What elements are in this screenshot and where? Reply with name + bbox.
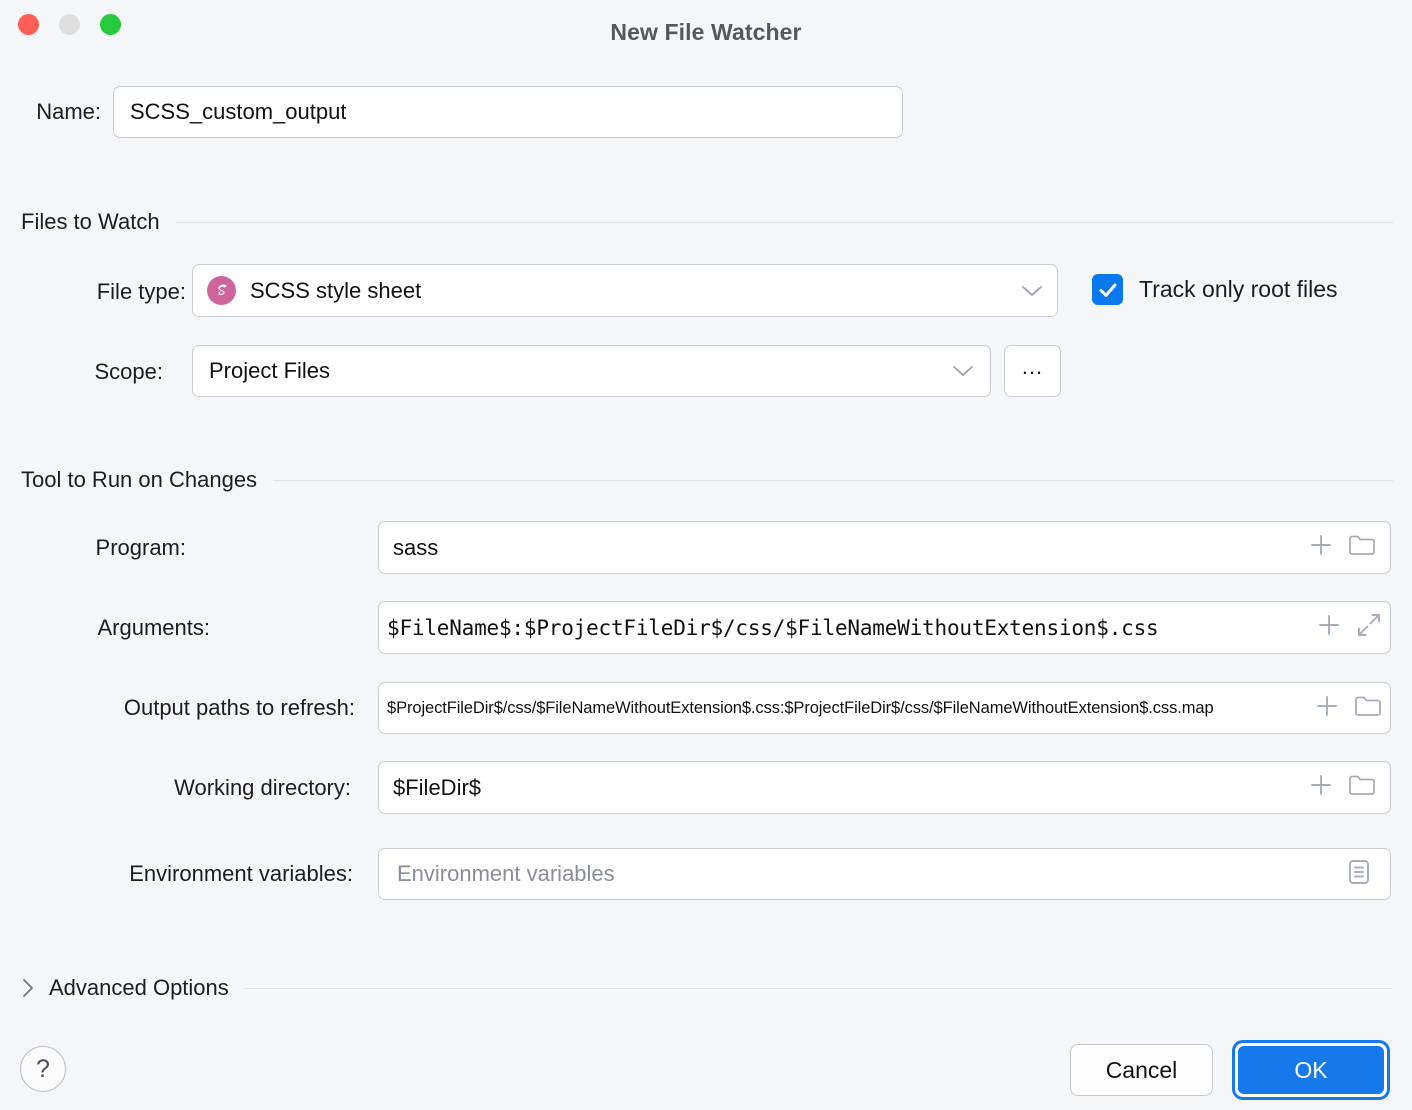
output-paths-field-actions [1304,693,1382,724]
window-title: New File Watcher [610,19,802,45]
environment-variables-placeholder: Environment variables [397,861,615,886]
scope-dropdown[interactable]: Project Files [192,345,991,397]
window-titlebar: New File Watcher [0,0,1412,66]
environment-variables-field-actions [1336,858,1372,891]
advanced-options-toggle[interactable]: Advanced Options [21,975,1393,1001]
close-window-button[interactable] [18,14,39,35]
output-paths-input[interactable]: $ProjectFileDir$/css/$FileNameWithoutExt… [378,682,1391,734]
track-only-root-files-checkbox[interactable] [1092,274,1123,305]
name-input-value: SCSS_custom_output [130,99,347,124]
program-input-value: sass [393,534,439,560]
name-label: Name: [36,99,101,124]
insert-macro-plus-icon[interactable] [1316,612,1342,643]
advanced-options-label: Advanced Options [49,975,229,1000]
output-paths-input-value: $ProjectFileDir$/css/$FileNameWithoutExt… [387,698,1214,717]
section-header-tool-to-run: Tool to Run on Changes [21,467,1393,493]
chevron-down-icon [952,364,974,378]
insert-macro-plus-icon[interactable] [1314,693,1340,724]
section-divider [273,479,1393,481]
environment-variables-input[interactable]: Environment variables [378,848,1391,900]
section-title: Files to Watch [21,209,160,234]
zoom-window-button[interactable] [100,14,121,35]
advanced-options-divider [244,987,1393,989]
working-directory-input[interactable]: $FileDir$ [378,761,1391,814]
ok-button[interactable]: OK [1232,1040,1390,1100]
cancel-button[interactable]: Cancel [1070,1044,1213,1096]
browse-folder-icon[interactable] [1348,773,1376,802]
arguments-input[interactable]: $FileName$:$ProjectFileDir$/css/$FileNam… [378,601,1391,654]
working-directory-field-actions [1298,772,1376,803]
working-directory-label: Working directory: [174,775,351,800]
file-type-dropdown[interactable]: SCSS style sheet [192,264,1058,317]
program-input[interactable]: sass [378,521,1391,574]
track-only-root-files-label: Track only root files [1139,276,1338,302]
insert-macro-plus-icon[interactable] [1308,772,1334,803]
minimize-window-button[interactable] [59,14,80,35]
arguments-field-actions [1306,612,1382,643]
file-type-label: File type: [96,279,186,304]
browse-folder-icon[interactable] [1348,533,1376,562]
output-paths-label: Output paths to refresh: [123,695,355,720]
arguments-input-value: $FileName$:$ProjectFileDir$/css/$FileNam… [387,615,1159,640]
scss-icon [207,276,236,305]
track-only-root-files-row[interactable]: Track only root files [1092,274,1338,305]
scope-label: Scope: [94,359,164,384]
scope-value: Project Files [209,358,331,383]
arguments-label: Arguments: [97,615,211,640]
section-divider [175,221,1393,223]
environment-variables-label: Environment variables: [129,861,353,886]
scope-browse-button[interactable]: ... [1004,345,1061,397]
program-field-actions [1298,532,1376,563]
program-label: Program: [95,535,186,560]
name-input[interactable]: SCSS_custom_output [113,86,903,138]
chevron-right-icon [21,977,35,999]
edit-variables-document-icon[interactable] [1346,858,1372,891]
insert-macro-plus-icon[interactable] [1308,532,1334,563]
file-type-value: SCSS style sheet [250,277,422,303]
browse-folder-icon[interactable] [1354,694,1382,723]
section-title: Tool to Run on Changes [21,467,258,492]
help-button[interactable]: ? [20,1046,66,1092]
chevron-down-icon [1021,284,1043,298]
expand-editor-icon[interactable] [1356,612,1382,643]
traffic-lights [18,14,121,35]
working-directory-input-value: $FileDir$ [393,774,482,800]
section-header-files-to-watch: Files to Watch [21,209,1393,235]
ok-button-label: OK [1238,1046,1384,1094]
